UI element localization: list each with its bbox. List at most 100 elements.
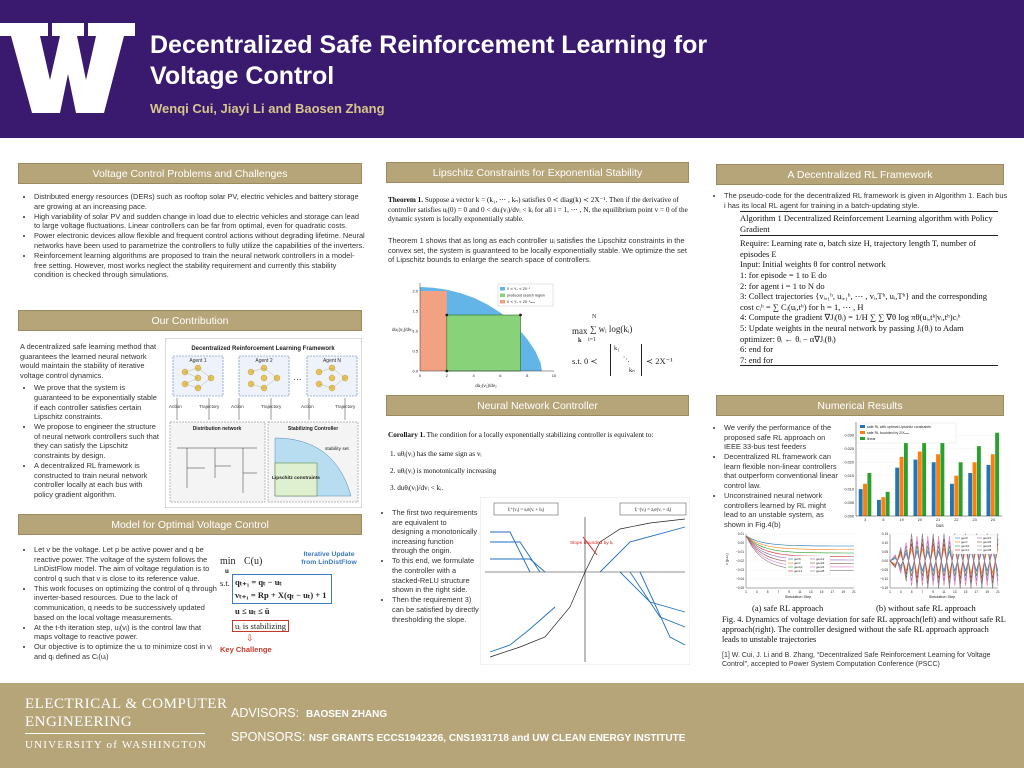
- relu-right-title: fᵢ⁻(vᵢ) = zᵢσ(vᵢ + dᵢ): [635, 508, 672, 513]
- y-tick-label: 0.025: [844, 447, 854, 451]
- list-item: Our objective is to optimize the uᵢ to m…: [34, 642, 220, 661]
- voltage-problems-text: Distributed energy resources (DERs) such…: [20, 192, 365, 280]
- constraint-stabilizing: uᵢ is stabilizing: [232, 620, 289, 632]
- y-tick-label: −0.05: [736, 586, 744, 590]
- figure-4-caption: Fig. 4. Dynamics of voltage deviation fo…: [722, 615, 1006, 645]
- list-item: A decentralized RL framework is construc…: [34, 461, 162, 499]
- y-tick-label: 0.05: [882, 550, 888, 554]
- arrow-down-icon: ⇩: [246, 633, 254, 643]
- algorithm-line: 7: end for: [740, 355, 998, 367]
- sum-upper: N: [592, 314, 597, 320]
- legend-entry: gen28: [983, 548, 992, 552]
- bar: [990, 454, 995, 516]
- legend-entry: gen12: [983, 536, 992, 540]
- y-tick-label: 1.0: [412, 328, 418, 333]
- legend-entry: gen11: [794, 569, 802, 573]
- bar: [895, 467, 900, 516]
- corollary-conditions: 1. uθᵢ(vᵢ) has the same sign as vᵢ 2. uθ…: [390, 446, 690, 497]
- algorithm-title: Algorithm 1 Decentralized Reinforcement …: [740, 211, 998, 237]
- bar: [899, 456, 904, 516]
- bar: [917, 451, 922, 516]
- y-tick-label: 1.5: [412, 308, 418, 313]
- min-variable: u: [225, 567, 229, 575]
- legend-swatch: [500, 293, 505, 297]
- action-label: Action: [169, 404, 182, 409]
- max-variable: k: [578, 337, 582, 344]
- legend-swatch: [860, 425, 865, 428]
- rl-framework-text: The pseudo-code for the decentralized RL…: [710, 191, 1008, 211]
- y-axis-label: v (p.u.): [725, 552, 729, 565]
- x-tick-label: 13: [809, 590, 813, 594]
- algorithm-line: 1: for episode = 1 to E do: [740, 269, 827, 280]
- legend-entry: gen7: [961, 540, 968, 544]
- legend-entry: 0 ≺ Yᵤ ≺ 2X⁻¹ₘₐₓ: [507, 300, 536, 304]
- stability-set-label: stability set: [325, 446, 349, 452]
- series-line: [889, 533, 999, 589]
- legend-entry: gen12: [816, 557, 825, 561]
- legend-entry: safe RL bounded by 2/Xₘₐₓ: [867, 431, 910, 435]
- legend-entry: gen28: [816, 569, 825, 573]
- footer-divider: [25, 733, 205, 734]
- max-label: max: [572, 326, 588, 336]
- subcaption-a: (a) safe RL approach: [752, 603, 824, 613]
- y-tick-label: 0.010: [844, 487, 854, 491]
- x-tick-label: 5: [911, 590, 913, 594]
- x-tick-label: 19: [841, 590, 845, 594]
- rl-framework-figure: Decentralized Reinforcement Learning Fra…: [165, 338, 362, 508]
- footer-banner: [0, 683, 1024, 768]
- bar: [976, 446, 981, 516]
- x-tick-label: 19: [900, 518, 904, 522]
- matrix-kn: kₙ: [629, 367, 635, 374]
- iterative-update-label: Iterative Update from LinDistFlow: [301, 551, 357, 566]
- framework-title: Decentralized Reinforcement Learning Fra…: [191, 346, 335, 352]
- list-item: Let v be the voltage. Let p be active po…: [34, 545, 220, 583]
- legend-entry: gen24: [983, 544, 992, 548]
- section-header-contribution: Our Contribution: [18, 310, 362, 331]
- y-tick-label: 0.00: [882, 559, 888, 563]
- list-item: High variability of solar PV and sudden …: [34, 212, 365, 231]
- relu-left-title: fᵢ⁺(vᵢ) = sᵢσ(vᵢ + bᵢ): [508, 507, 545, 513]
- results-text: We verify the performance of the propose…: [710, 423, 840, 530]
- bar: [867, 473, 872, 516]
- x-axis-label: du₂(v₂)/dv₂: [475, 383, 497, 388]
- diag-matrix: k₁ ⋱ kₙ: [610, 344, 642, 376]
- x-tick-label: 10: [552, 373, 557, 378]
- x-tick-label: 3: [900, 590, 902, 594]
- algorithm-1: Algorithm 1 Decentralized Reinforcement …: [740, 211, 998, 391]
- legend-entry: gen10: [794, 565, 803, 569]
- legend-entry: linear: [867, 437, 876, 441]
- bar: [940, 438, 945, 516]
- x-tick-label: 6: [882, 518, 884, 522]
- action-label: Action: [301, 404, 314, 409]
- series-line: [745, 535, 854, 550]
- legend-swatch: [860, 437, 865, 440]
- legend-entry: produced search region: [507, 294, 545, 298]
- header-banner: [0, 0, 1024, 138]
- trajectory-label: Trajectory: [261, 404, 282, 409]
- y-tick-label: −0.04: [736, 577, 744, 581]
- list-item: This work focuses on optimizing the cont…: [34, 584, 220, 622]
- y-tick-label: 0.10: [882, 541, 888, 545]
- x-tick-label: 9: [788, 590, 790, 594]
- y-tick-label: 0.000: [844, 514, 854, 518]
- y-axis-label: du₁(v₁)/dv₁: [392, 327, 413, 332]
- legend-entry: gen5: [794, 557, 801, 561]
- section-header-nn-controller: Neural Network Controller: [386, 395, 689, 416]
- distribution-network-label: Distribution network: [193, 426, 242, 432]
- x-tick-label: 8: [526, 373, 529, 378]
- university-name: UNIVERSITY of WASHINGTON: [25, 739, 207, 751]
- bar: [931, 462, 936, 516]
- list-item: We prove that the system is guaranteed t…: [34, 383, 162, 421]
- contribution-intro: A decentralized safe learning method tha…: [20, 342, 156, 380]
- series-line: [745, 535, 854, 554]
- legend-box: [952, 534, 998, 555]
- legend-entry: gen10: [961, 544, 970, 548]
- bar: [863, 483, 867, 516]
- y-tick-label: 2.0: [412, 288, 418, 293]
- svg-text:…: …: [293, 372, 302, 382]
- x-tick-label: 20: [918, 518, 922, 522]
- lipschitz-label: Lipschitz constraints: [272, 475, 320, 481]
